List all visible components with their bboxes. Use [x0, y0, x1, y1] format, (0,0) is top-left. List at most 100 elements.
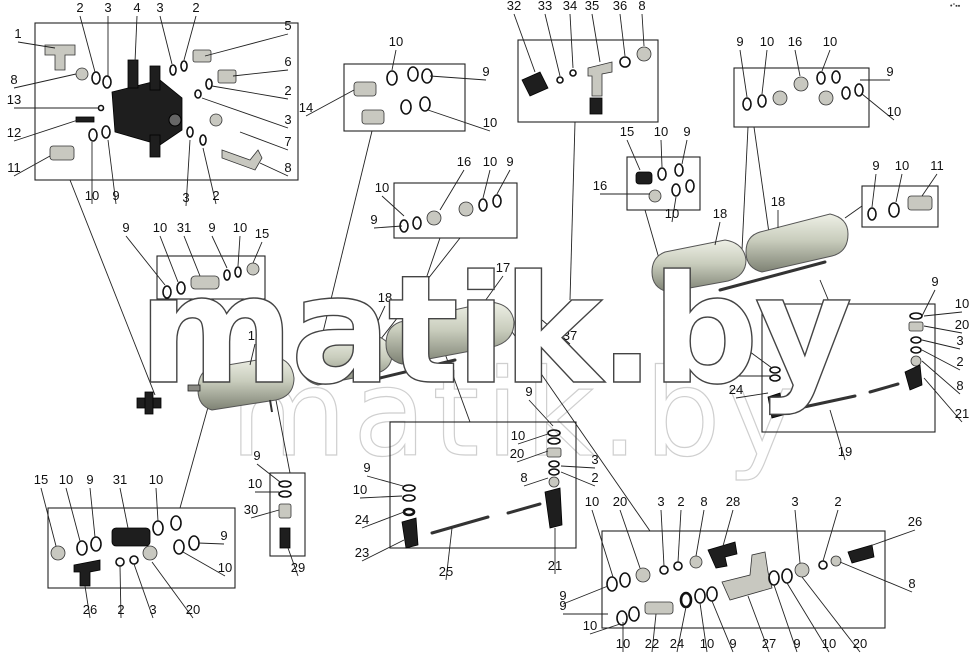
callout-number: 19: [838, 444, 852, 459]
callout-c112: 10: [616, 622, 630, 652]
callout-leader-line: [479, 275, 504, 309]
group-box-valve-block: [34, 22, 299, 181]
callout-c14: 13: [7, 92, 98, 109]
callout-c92: 9: [86, 472, 96, 538]
callout-c105: 8: [695, 494, 708, 557]
callout-leader-line: [201, 97, 289, 129]
callout-number: 10: [760, 34, 774, 49]
callout-leader-line: [107, 139, 117, 205]
callout-c22: 9: [429, 64, 490, 81]
callout-leader-line: [84, 585, 91, 619]
callout-leader-line: [923, 325, 963, 334]
callout-leader-line: [13, 119, 79, 142]
callout-number: 10: [654, 124, 668, 139]
callout-leader-line: [13, 73, 77, 89]
callout-leader-line: [560, 471, 596, 487]
callout-number: 29: [291, 560, 305, 575]
o-rings-top-left: [88, 60, 213, 146]
adapter-31-assembly: [162, 262, 260, 299]
callout-number: 10: [616, 636, 630, 651]
plugs-16-mid: [399, 194, 502, 233]
callout-leader-line: [921, 173, 938, 197]
callout-number: 10: [149, 472, 163, 487]
callout-leader-line: [569, 13, 574, 69]
callout-c3: 3: [104, 0, 112, 76]
callout-number: 23: [803, 356, 817, 371]
callout-leader-line: [496, 169, 511, 195]
callout-leader-line: [259, 162, 289, 177]
callout-leader-line: [794, 49, 801, 77]
callout-c117: 27: [747, 595, 776, 653]
callout-leader-line: [439, 169, 465, 211]
callout-leader-line: [895, 173, 903, 203]
callout-number: 3: [182, 190, 189, 205]
callout-c91: 10: [59, 472, 81, 542]
callout-c114: 24: [670, 606, 687, 653]
callout-leader-line: [369, 305, 386, 339]
callout-leader-line: [361, 511, 405, 529]
callout-c98: 2: [117, 565, 125, 619]
callout-leader-line: [589, 623, 621, 635]
callout-leader-line: [65, 487, 81, 542]
callout-leader-line: [287, 547, 299, 577]
callout-number: 18: [248, 328, 262, 343]
callout-leader-line: [660, 139, 663, 168]
callout-number: 10: [729, 360, 743, 375]
callout-leader-line: [869, 529, 916, 547]
callout-c122: 10: [583, 618, 621, 635]
callout-c103: 3: [657, 494, 665, 567]
callout-leader-line: [427, 109, 491, 132]
callout-c30: 8: [638, 0, 646, 47]
line-19-assembly: [767, 312, 924, 419]
callout-c25: 32: [507, 0, 536, 73]
callout-c9: 2: [211, 83, 292, 100]
callout-c19: 3: [182, 139, 191, 207]
callout-leader-line: [252, 241, 263, 264]
corner-mark: •°▪▪: [950, 2, 961, 10]
callout-leader-line: [17, 41, 56, 49]
callout-c78: 2: [560, 470, 599, 487]
callout-c87: 10: [248, 476, 279, 493]
callout-number: 20: [186, 602, 200, 617]
callout-c58: 17: [479, 260, 510, 309]
callout-number: 9: [122, 220, 129, 235]
air-receiver-tank-right-2: [718, 213, 849, 292]
callout-c97: 26: [83, 585, 97, 619]
callout-c69: 9: [738, 330, 773, 369]
callout-c75: 10: [511, 428, 549, 445]
callout-c85: 21: [548, 528, 562, 574]
callout-number: 8: [10, 72, 17, 87]
callout-c77: 3: [560, 452, 599, 469]
callout-leader-line: [250, 509, 280, 519]
callout-number: 18: [713, 206, 727, 221]
callout-leader-line: [183, 15, 197, 61]
callout-leader-line: [821, 49, 831, 72]
callout-number: 10: [233, 220, 247, 235]
callout-leader-line: [151, 561, 194, 619]
callout-number: 10: [353, 482, 367, 497]
callout-c95: 9: [197, 528, 228, 545]
callout-number: 6: [284, 54, 291, 69]
callout-c4: 4: [133, 0, 141, 63]
callout-number: 9: [482, 64, 489, 79]
callout-number: 3: [657, 494, 664, 509]
callout-c7: 5: [204, 18, 292, 57]
callout-number: 9: [370, 212, 377, 227]
callout-c56: 10: [233, 220, 247, 267]
callout-c39: 9: [681, 124, 691, 165]
callout-number: 10: [665, 206, 679, 221]
group-box-line-19: [761, 303, 936, 433]
callout-number: 33: [538, 0, 552, 13]
callout-c104: 2: [677, 494, 685, 563]
callout-number: 21: [548, 558, 562, 573]
elbow-7: [221, 149, 263, 171]
callout-number: 21: [955, 406, 969, 421]
group-box-adapter-31-lower: [47, 507, 236, 589]
callout-c54: 31: [177, 220, 201, 277]
callout-c80: 9: [363, 460, 404, 487]
callout-c37: 15: [620, 124, 641, 171]
callout-number: 10: [511, 428, 525, 443]
callout-leader-line: [119, 487, 129, 529]
callout-c72: 23: [783, 356, 817, 399]
callout-leader-line: [133, 563, 154, 619]
